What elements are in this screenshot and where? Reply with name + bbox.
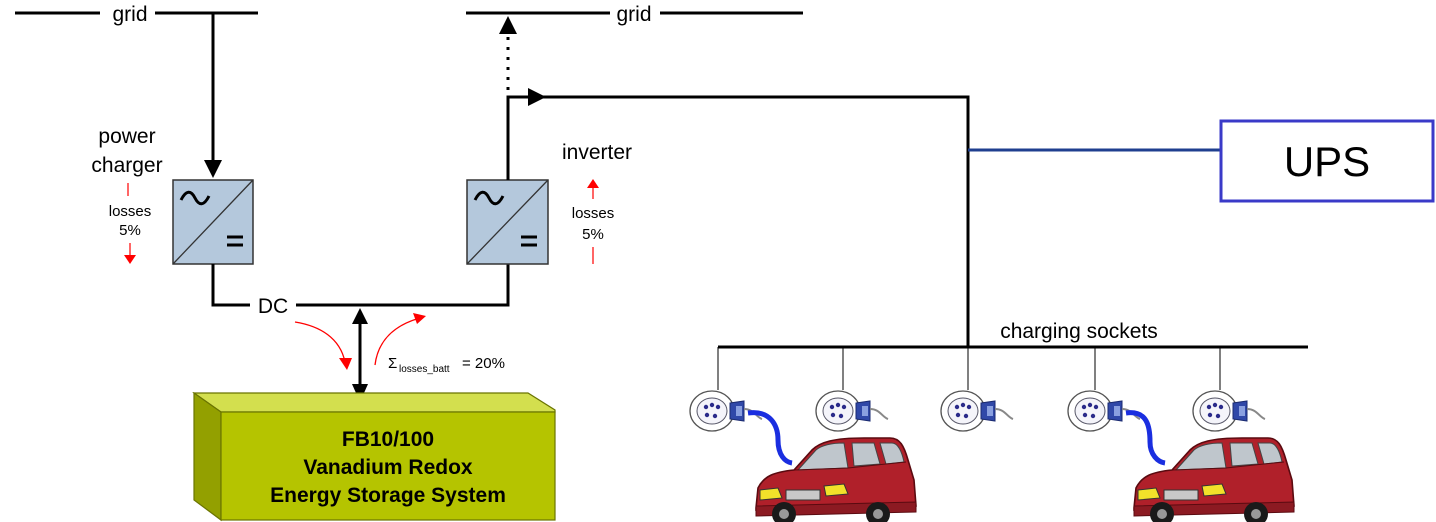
charging-sockets-label: charging sockets	[1000, 320, 1158, 343]
grid-label-left: grid	[112, 3, 147, 26]
charger-loss-arrowhead	[124, 255, 136, 264]
inverter-output-arrowhead	[528, 88, 546, 106]
electric-car-2	[1133, 437, 1295, 522]
charging-socket-2	[815, 390, 889, 432]
grid-feed-arrowhead	[204, 160, 222, 178]
charger-losses-percent: 5%	[119, 222, 141, 239]
charger-converter-diagonal	[172, 179, 254, 265]
battery-losses-value: = 20%	[462, 355, 505, 372]
charger-losses-label: losses	[109, 203, 152, 220]
storage-label-line3: Energy Storage System	[270, 484, 506, 507]
grid-label-right: grid	[616, 3, 651, 26]
battery-loss-arrow-in	[294, 321, 346, 363]
battery-loss-arrowhead-out	[413, 313, 426, 324]
inverter-loss-arrowhead	[587, 179, 599, 188]
storage-label-line1: FB10/100	[342, 428, 434, 451]
charger-label-line2: charger	[91, 154, 162, 177]
charging-socket-5	[1192, 390, 1266, 432]
storage-label-line2: Vanadium Redox	[303, 456, 473, 479]
battery-losses-sigma: Σ	[388, 355, 397, 372]
inverter-label: inverter	[562, 141, 632, 164]
charging-cable-2	[1125, 410, 1166, 466]
charging-cable-1	[747, 410, 793, 466]
inverter-output-line	[506, 95, 970, 347]
inverter-ac-symbol	[473, 190, 505, 206]
inverter-losses-label: losses	[572, 205, 615, 222]
charging-socket-3	[940, 390, 1014, 432]
battery-loss-arrow-out	[374, 317, 421, 366]
charger-ac-symbol	[179, 190, 211, 206]
ups-label: UPS	[1284, 138, 1370, 185]
battery-losses-subscript: losses_batt	[399, 364, 450, 375]
battery-link-arrow-up	[352, 308, 368, 324]
grid-feedback-arrowhead	[499, 16, 517, 34]
inverter-losses-percent: 5%	[582, 226, 604, 243]
storage-box-top	[192, 392, 556, 413]
dc-label: DC	[258, 295, 288, 318]
charger-label-line1: power	[98, 125, 155, 148]
storage-box-side	[193, 391, 222, 522]
storage-box-front	[220, 411, 556, 521]
inverter-converter-diagonal	[466, 179, 549, 265]
battery-loss-arrowhead-in	[339, 358, 352, 370]
dc-bus-left	[211, 264, 250, 307]
dc-bus-right	[296, 264, 510, 307]
ups-box	[1219, 119, 1435, 203]
